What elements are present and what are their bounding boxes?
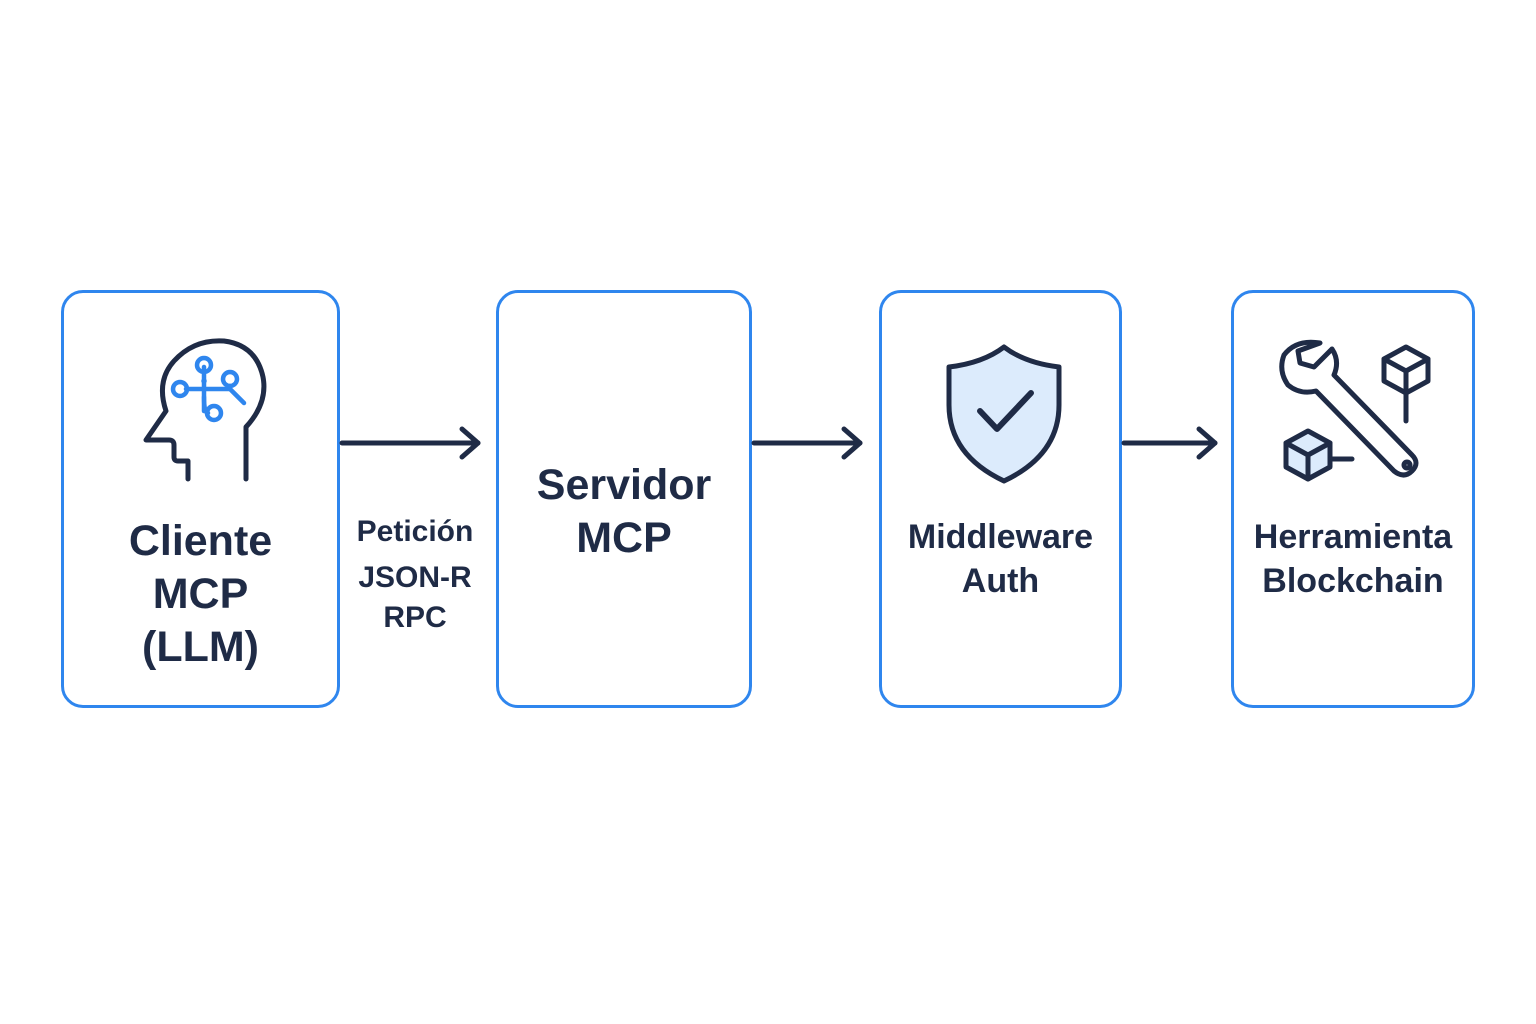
node-server-label: Servidor MCP: [536, 461, 712, 562]
node-middleware-auth: Middleware Auth: [879, 290, 1122, 708]
arrow-auth-to-tool: [1121, 426, 1218, 460]
head-circuit-icon: [143, 338, 267, 482]
wrench-blocks-icon: [1279, 339, 1431, 482]
node-herramienta-blockchain: Herramienta Blockchain: [1231, 290, 1475, 708]
edge-label-line1: Petición: [356, 515, 474, 548]
edge-label-line3: RPC: [383, 601, 447, 634]
node-client-mcp: Cliente MCP (LLM): [61, 290, 340, 708]
node-auth-label: Middleware Auth: [907, 518, 1094, 600]
edge-label-line2: JSON-R: [358, 561, 472, 594]
arrow-client-to-server: [339, 426, 481, 460]
node-tool-label: Herramienta Blockchain: [1253, 518, 1453, 600]
node-client-label: Cliente MCP (LLM): [128, 517, 273, 671]
node-servidor-mcp: Servidor MCP: [496, 290, 752, 708]
shield-check-icon: [946, 344, 1062, 484]
arrow-server-to-auth: [751, 426, 863, 460]
